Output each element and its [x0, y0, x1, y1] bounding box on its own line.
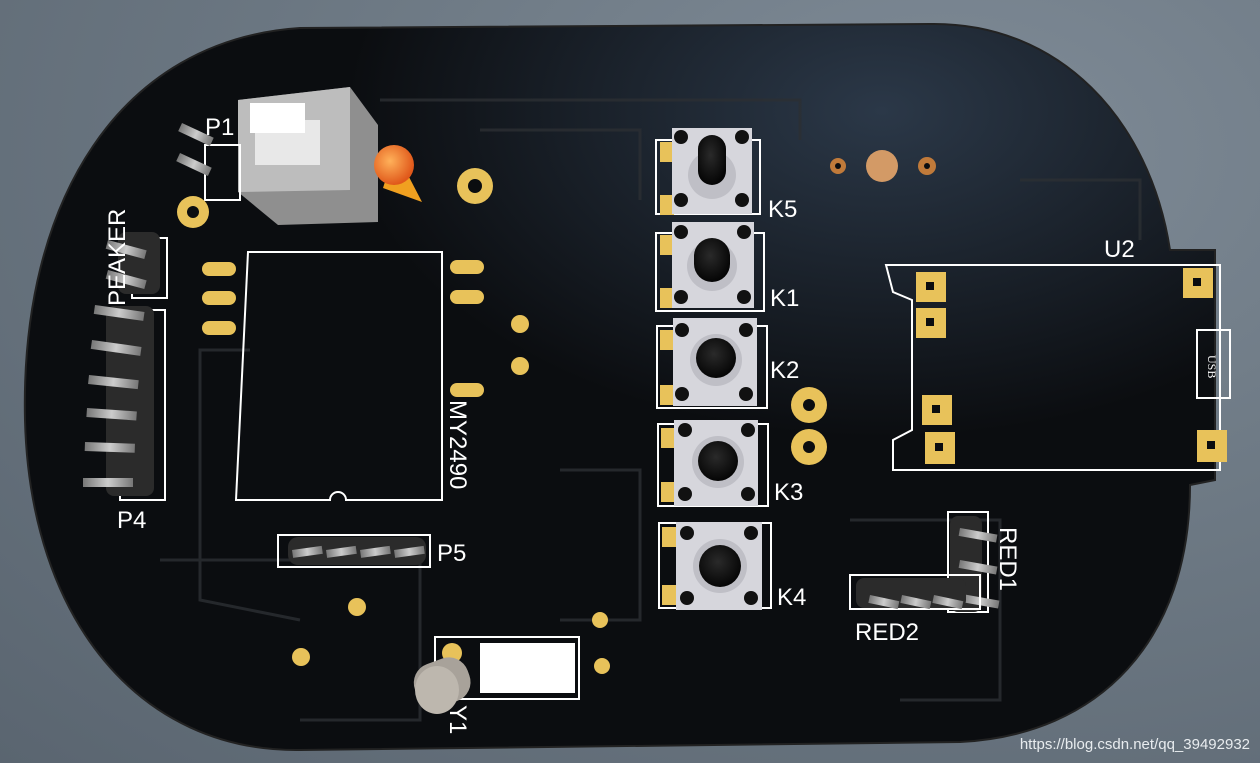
- k5-label: K5: [768, 196, 797, 223]
- p5-label: P5: [437, 540, 466, 567]
- k1-label: K1: [770, 285, 799, 312]
- button-k4[interactable]: [658, 522, 772, 610]
- p4-header: [83, 305, 166, 501]
- red2-header: [849, 574, 981, 610]
- p1-switch: [176, 87, 378, 228]
- button-k1[interactable]: [655, 222, 765, 312]
- u2-label: U2: [1104, 236, 1135, 263]
- button-k3[interactable]: [657, 420, 769, 507]
- usb-label: USB: [1205, 355, 1219, 378]
- red1-label: RED1: [994, 527, 1021, 591]
- k4-label: K4: [777, 584, 806, 611]
- button-k5[interactable]: [655, 128, 761, 215]
- k3-label: K3: [774, 479, 803, 506]
- ic-label: MY2490: [444, 400, 471, 489]
- y1-crystal: [413, 636, 580, 714]
- ic-my2490-footprint: [202, 251, 529, 501]
- red2-label: RED2: [855, 619, 919, 646]
- y1-label: Y1: [444, 705, 471, 734]
- p4-label: P4: [117, 507, 146, 534]
- p1-label: P1: [205, 114, 234, 141]
- led-component: [374, 145, 422, 202]
- speaker-label: SPEAKER: [104, 209, 131, 322]
- pcb-board: [23, 22, 1216, 752]
- p5-header: [277, 534, 431, 568]
- watermark-text: https://blog.csdn.net/qq_39492932: [1019, 736, 1250, 753]
- k2-label: K2: [770, 357, 799, 384]
- u2-module-footprint: [884, 264, 1231, 471]
- button-k2[interactable]: [656, 318, 768, 409]
- speaker-header: [105, 232, 168, 299]
